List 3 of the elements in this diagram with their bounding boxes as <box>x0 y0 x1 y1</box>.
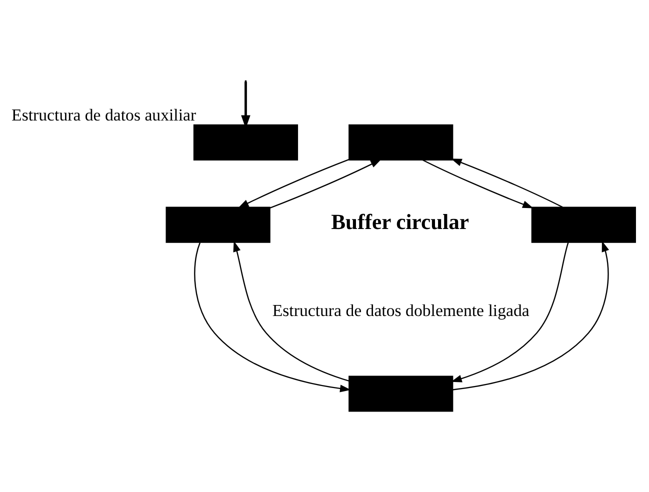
label: Buffer circular <box>331 210 470 234</box>
label: Estructura de datos doblemente ligada <box>272 300 530 320</box>
node-label: Estructura de datos auxiliar <box>12 105 196 124</box>
